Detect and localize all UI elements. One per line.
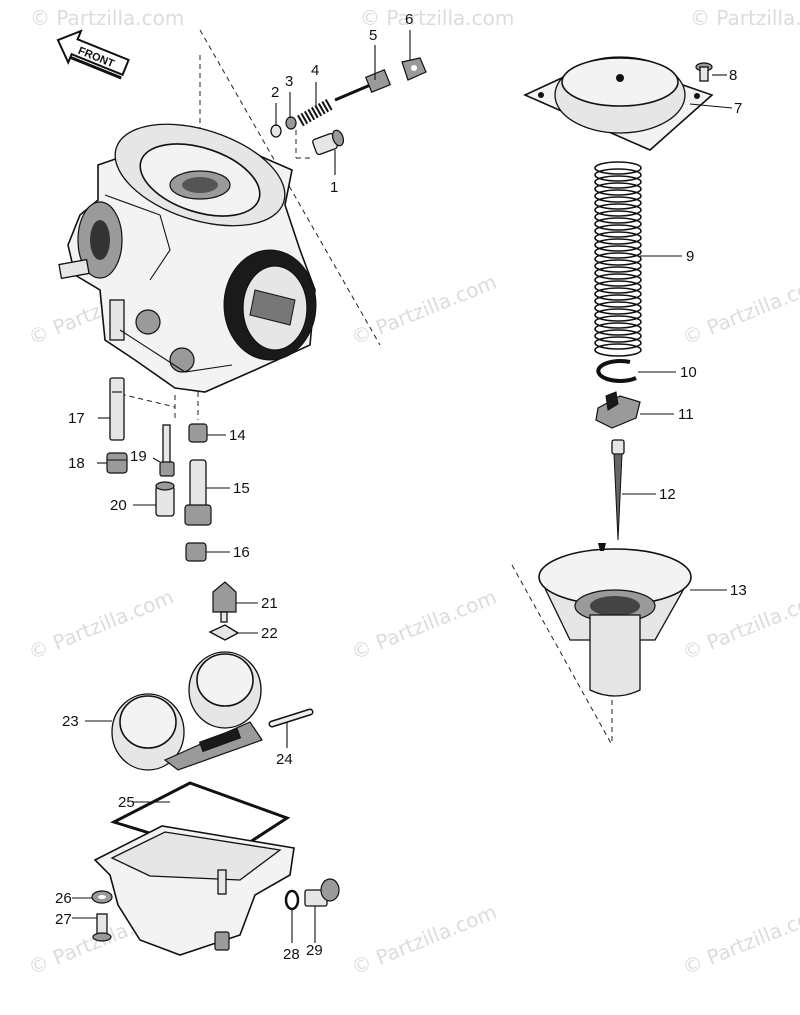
- watermark: © Partzilla.com: [360, 6, 514, 30]
- spring-coil: [594, 301, 642, 315]
- watermark: © Partzilla.com: [690, 6, 800, 30]
- spring-coil: [594, 308, 642, 322]
- part-24-float-pin: [268, 708, 314, 728]
- watermark: © Partzilla.com: [679, 270, 800, 350]
- callout-16: 16: [233, 544, 250, 561]
- part-29-plug-screw: [304, 878, 340, 907]
- part-27-drain-screw: [92, 913, 112, 942]
- front-direction-arrow: FRONT: [56, 29, 130, 80]
- watermark: © Partzilla.com: [30, 6, 184, 30]
- watermark: © Partzilla.com: [25, 585, 177, 665]
- float-bowl: [93, 825, 295, 956]
- spring-coil: [594, 259, 642, 273]
- callout-29: 29: [306, 942, 323, 959]
- spring-coil: [594, 329, 642, 343]
- spring-coil: [594, 196, 642, 210]
- watermark: © Partzilla.com: [348, 900, 500, 980]
- watermark: © Partzilla.com: [348, 585, 500, 665]
- part-11-needle-holder: [595, 391, 641, 429]
- callout-28: 28: [283, 946, 300, 963]
- callout-7: 7: [734, 100, 742, 117]
- spring-coil: [594, 273, 642, 287]
- part-17-needle-jet: [109, 377, 125, 441]
- spring-coil: [594, 182, 642, 196]
- spring-coil: [594, 231, 642, 245]
- callout-1: 1: [330, 179, 338, 196]
- spring-coil: [594, 175, 642, 189]
- callout-10: 10: [680, 364, 697, 381]
- callout-5: 5: [369, 27, 377, 44]
- callout-23: 23: [62, 713, 79, 730]
- part-23-float-assembly: [111, 651, 263, 771]
- part-10-clip-ring: [596, 359, 637, 383]
- callout-19: 19: [130, 448, 147, 465]
- callout-6: 6: [405, 11, 413, 28]
- part-15-jet-holder: [184, 459, 212, 526]
- callout-14: 14: [229, 427, 246, 444]
- spring-coil: [594, 210, 642, 224]
- part-8-screw: [695, 62, 713, 82]
- leader-lines: [72, 30, 733, 943]
- callout-13: 13: [730, 582, 747, 599]
- callout-11: 11: [678, 406, 694, 423]
- part-19-pilot-jet: [159, 424, 175, 477]
- spring-coil: [594, 280, 642, 294]
- spring-coil: [594, 252, 642, 266]
- callout-2: 2: [271, 84, 279, 101]
- callout-22: 22: [261, 625, 278, 642]
- callout-27: 27: [55, 911, 72, 928]
- callout-3: 3: [285, 73, 293, 90]
- pilot-screw-assembly: [270, 57, 427, 138]
- part-21-float-valve: [212, 581, 237, 623]
- spring-coil: [594, 266, 642, 280]
- spring-coil: [594, 343, 642, 357]
- watermark: © Partzilla.com: [679, 900, 800, 980]
- callout-25: 25: [118, 794, 135, 811]
- spring-coil: [594, 203, 642, 217]
- callout-4: 4: [311, 62, 319, 79]
- part-22-clip: [208, 624, 240, 641]
- callout-12: 12: [659, 486, 676, 503]
- callout-labels: 1 2 3 4 5 6 7 8 9 10 11 12 13 14 15 16 1…: [55, 11, 747, 963]
- callout-17: 17: [68, 410, 85, 427]
- callout-21: 21: [261, 595, 278, 612]
- spring-coil: [594, 294, 642, 308]
- part-13-diaphragm-piston: [538, 543, 692, 697]
- callout-15: 15: [233, 480, 250, 497]
- spring-coil: [594, 238, 642, 252]
- part-1-plug: [312, 129, 345, 156]
- callout-9: 9: [686, 248, 694, 265]
- part-9-spring: [594, 161, 642, 357]
- part-16-main-jet: [185, 542, 207, 562]
- part-7-top-cover: [523, 56, 714, 151]
- carburetor-body: [58, 123, 317, 393]
- part-26-washer: [91, 890, 113, 904]
- callout-8: 8: [729, 67, 737, 84]
- spring-coil: [594, 217, 642, 231]
- spring-coil: [594, 322, 642, 336]
- callout-26: 26: [55, 890, 72, 907]
- spring-coil: [594, 336, 642, 350]
- callout-18: 18: [68, 455, 85, 472]
- part-14-jet: [188, 423, 208, 443]
- part-28-washer: [284, 889, 300, 911]
- part-12-jet-needle: [611, 439, 625, 541]
- part-20-holder: [155, 481, 175, 517]
- spring-coil: [594, 245, 642, 259]
- spring-coil: [594, 315, 642, 329]
- spring-coil: [594, 287, 642, 301]
- spring-coil: [594, 168, 642, 182]
- callout-20: 20: [110, 497, 127, 514]
- watermark: © Partzilla.com: [348, 270, 500, 350]
- spring-coil: [594, 189, 642, 203]
- callout-24: 24: [276, 751, 293, 768]
- part-18-jet: [106, 452, 128, 474]
- spring-coil: [594, 224, 642, 238]
- spring-coil: [594, 161, 642, 175]
